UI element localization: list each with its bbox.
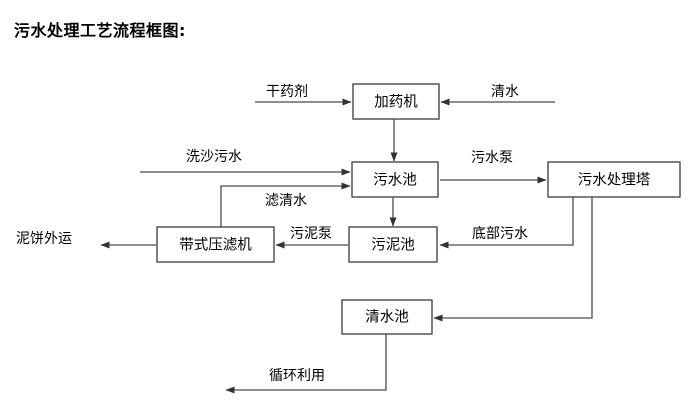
edge-tower-to-clear-water-pool bbox=[433, 197, 593, 322]
node-label-wastewater-pool: 污水池 bbox=[373, 172, 417, 189]
node-label-treatment-tower: 污水处理塔 bbox=[578, 172, 651, 189]
node-dosing-machine[interactable] bbox=[352, 83, 440, 120]
node-label-clear-water-pool: 清水池 bbox=[365, 309, 409, 326]
node-wastewater-pool[interactable] bbox=[351, 161, 439, 198]
edge-label-clean-water: 清水 bbox=[491, 84, 519, 100]
node-sludge-pool[interactable] bbox=[348, 226, 438, 263]
edge-clear-water-recycle bbox=[225, 334, 387, 394]
edge-label-sludge-pump: 污泥泵 bbox=[290, 226, 332, 242]
node-label-sludge-pool: 污泥池 bbox=[371, 237, 415, 254]
edge-bottom-sewage-to-sludge-pool bbox=[439, 197, 574, 249]
node-label-dosing-machine: 加药机 bbox=[374, 94, 418, 111]
node-clear-water-pool[interactable] bbox=[341, 299, 433, 335]
edge-label-bottom-sewage: 底部污水 bbox=[472, 226, 528, 242]
page-title: 污水处理工艺流程框图: bbox=[14, 21, 186, 40]
edge-label-wastewater-pump: 污水泵 bbox=[471, 150, 513, 166]
terminal-label-mud-cake-out: 泥饼外运 bbox=[16, 231, 72, 247]
node-label-belt-filter-press: 带式压滤机 bbox=[179, 237, 252, 254]
node-treatment-tower[interactable] bbox=[547, 161, 681, 198]
edge-filtrate-to-wastewater-pool bbox=[220, 182, 351, 227]
edge-label-filtrate-water: 滤清水 bbox=[265, 193, 307, 209]
edge-label-sandwash-sewage: 洗沙污水 bbox=[186, 149, 242, 165]
node-belt-filter-press[interactable] bbox=[156, 226, 275, 263]
edge-label-recycle-use: 循环利用 bbox=[269, 368, 325, 384]
edge-label-dry-chemical: 干药剂 bbox=[266, 84, 308, 100]
